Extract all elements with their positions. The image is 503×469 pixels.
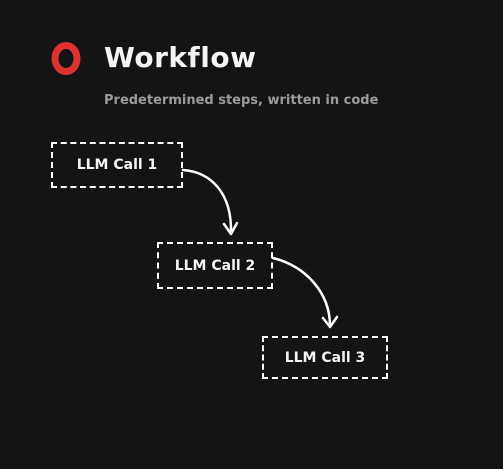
edge-2-to-3 — [271, 256, 339, 329]
node-label: LLM Call 3 — [284, 349, 366, 366]
node-llm-call-3: LLM Call 3 — [262, 336, 388, 379]
node-label: LLM Call 1 — [76, 157, 158, 173]
node-llm-call-2: LLM Call 2 — [157, 242, 273, 289]
page-title: Workflow — [104, 41, 257, 74]
edge-1-to-2 — [181, 168, 239, 236]
page-subtitle: Predetermined steps, written in code — [104, 93, 379, 108]
logo-ring-icon — [51, 42, 81, 75]
node-llm-call-1: LLM Call 1 — [51, 142, 183, 188]
node-label: LLM Call 2 — [174, 257, 256, 274]
